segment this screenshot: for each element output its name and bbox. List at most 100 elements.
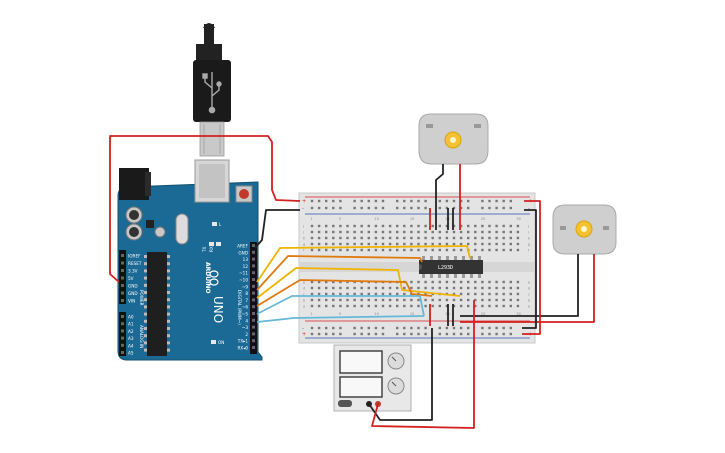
motor-right-gear-icon <box>575 220 593 238</box>
row-letter-left: g <box>303 243 305 247</box>
wire-5v-red <box>109 135 301 283</box>
wire-signal-orange-2 <box>256 279 433 307</box>
usb-plug-neck <box>196 44 222 60</box>
power-switch[interactable] <box>338 400 352 407</box>
digital-header <box>250 242 257 354</box>
wire-signal-blue-2 <box>256 315 425 323</box>
row-letter-left: f <box>303 249 305 253</box>
tx-led <box>209 242 214 246</box>
row-letter-right: c <box>528 293 530 297</box>
bench-power-supply[interactable] <box>333 344 412 412</box>
digital-pin-label: 13 <box>243 257 249 262</box>
row-letter-right: j <box>527 225 529 229</box>
wire-gnd-black <box>254 209 300 249</box>
capacitor-3 <box>154 226 166 238</box>
digital-pin-label: ~10 <box>239 278 248 283</box>
row-letter-right: b <box>528 299 531 303</box>
l293d-body <box>419 260 483 274</box>
digital-pin-label: 2 <box>245 332 248 337</box>
current-display <box>339 376 383 398</box>
rx-led <box>216 242 221 246</box>
digital-pin-label: TX▸1 <box>237 339 249 344</box>
crystal-oscillator <box>175 213 189 245</box>
digital-group-label: DIGITAL (PWM~) <box>237 290 242 325</box>
wire-motor-right-black <box>460 254 579 317</box>
row-letter-right: f <box>528 249 530 253</box>
motor-right[interactable] <box>552 204 617 255</box>
row-letter-right: e <box>528 281 530 285</box>
row-letter-left: j <box>302 225 304 229</box>
rail-sign: + <box>302 199 306 205</box>
on-label: ON <box>218 340 224 345</box>
digital-pin-label: AREF <box>237 244 248 249</box>
wire-psu-red <box>371 300 475 429</box>
wire-rail-jumper-black <box>522 209 537 329</box>
power-pin-label: RESET <box>128 261 142 266</box>
l293d-chip[interactable]: L293D <box>419 256 483 278</box>
digital-pin-label: 4 <box>245 318 248 323</box>
row-letter-left: i <box>303 231 304 235</box>
digital-pin-label: ~9 <box>242 284 249 289</box>
rail-sign: - <box>302 326 304 332</box>
atmega-chip-pins <box>144 255 170 352</box>
l-led <box>212 222 217 226</box>
row-letter-left: d <box>303 287 305 291</box>
analog-header <box>119 312 126 356</box>
usb-cable[interactable] <box>193 23 231 157</box>
row-letter-right: d <box>528 287 530 291</box>
digital-pin-label: 7 <box>245 298 248 303</box>
motor-top[interactable] <box>418 113 489 165</box>
digital-pin-label: ~6 <box>242 305 249 310</box>
row-letter-left: e <box>303 281 305 285</box>
analog-pin-label: A5 <box>128 351 134 356</box>
row-letter-right: g <box>528 243 530 247</box>
on-led <box>211 340 216 344</box>
arduino-brand-label: ARDUINO <box>204 262 211 293</box>
wires <box>109 135 595 429</box>
wire-signal-blue-1 <box>256 295 425 317</box>
breadboard-center-channel <box>299 262 535 272</box>
row-letter-right: h <box>528 237 530 241</box>
wire-signal-yellow-1 <box>256 245 471 283</box>
rail-sign: - <box>302 206 304 212</box>
rx-label: RX <box>209 246 214 252</box>
power-pin-label: GND <box>128 291 138 296</box>
power-group-label: POWER <box>139 290 144 306</box>
column-number-bottom: 15 <box>410 312 414 316</box>
reset-button-cap[interactable] <box>239 189 249 199</box>
usb-cable-strain-relief <box>204 24 214 44</box>
row-letter-left: c <box>303 293 305 297</box>
digital-pin-label: 12 <box>243 264 249 269</box>
column-number-top: 10 <box>374 217 378 221</box>
column-number-bottom: 10 <box>374 312 378 316</box>
wire-motor-top-black <box>435 164 444 230</box>
power-jack <box>119 168 149 200</box>
wire-psu-black <box>368 328 433 421</box>
analog-pin-label: A4 <box>128 343 134 348</box>
analog-pin-label: A1 <box>128 322 134 327</box>
l293d-pins <box>422 256 481 278</box>
wire-motor-right-red <box>460 254 595 323</box>
column-number-top: 30 <box>516 217 520 221</box>
power-pin-label: GND <box>128 284 138 289</box>
arduino-uno-board[interactable]: TX RX L ON ARDUINO UNO IOREFRESET3.3V5VG… <box>117 159 263 361</box>
l-label: L <box>219 222 222 227</box>
column-number-bottom: 1 <box>311 312 313 316</box>
power-pin-label: IOREF <box>128 254 141 259</box>
column-number-top: 1 <box>311 217 313 221</box>
voltage-regulator <box>146 220 154 228</box>
voltage-display <box>339 350 383 374</box>
l293d-label: L293D <box>438 265 453 271</box>
column-number-bottom: 25 <box>481 312 485 316</box>
digital-pin-label: 8 <box>245 291 248 296</box>
arduino-infinity-logo-icon <box>209 270 219 286</box>
row-letter-left: a <box>303 305 305 309</box>
digital-pin-label: GND <box>238 250 248 255</box>
power-pin-label: 3.3V <box>128 269 138 274</box>
wire-signal-yellow-2 <box>256 267 461 299</box>
column-number-bottom: 5 <box>339 312 341 316</box>
digital-pin-label: ~11 <box>239 271 248 276</box>
column-number-bottom: 30 <box>516 312 520 316</box>
